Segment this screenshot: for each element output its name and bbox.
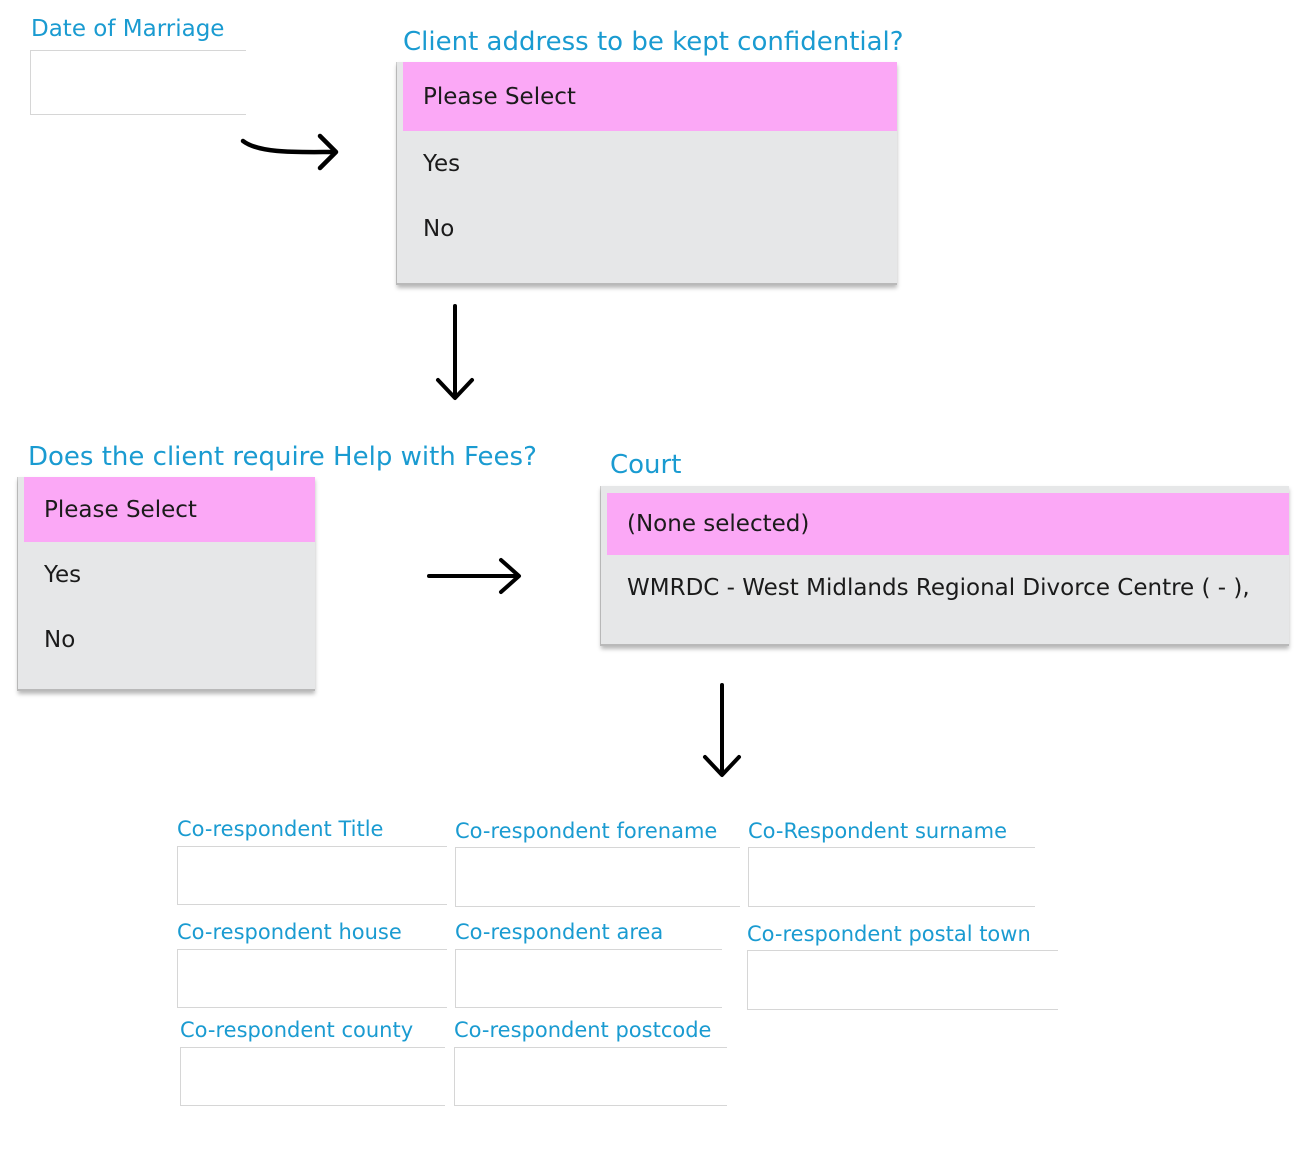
- co-respondent-area-label: Co-respondent area: [455, 920, 664, 944]
- co-respondent-title-label: Co-respondent Title: [177, 817, 384, 841]
- help-with-fees-option-please-select[interactable]: Please Select: [24, 477, 315, 542]
- court-dropdown[interactable]: (None selected) WMRDC - West Midlands Re…: [601, 486, 1289, 646]
- confidential-option-no[interactable]: No: [423, 215, 455, 242]
- court-option-none-selected[interactable]: (None selected): [607, 493, 1289, 555]
- curved-arrow-icon: [240, 133, 339, 171]
- co-respondent-house-field[interactable]: [177, 949, 447, 1008]
- co-respondent-house-label: Co-respondent house: [177, 920, 402, 944]
- date-of-marriage-label: Date of Marriage: [31, 16, 225, 42]
- co-respondent-title-field[interactable]: [177, 846, 447, 905]
- help-with-fees-dropdown[interactable]: Please Select Yes No: [18, 477, 315, 691]
- down-arrow-icon: [703, 683, 741, 777]
- confidential-label: Client address to be kept confidential?: [403, 27, 904, 57]
- co-respondent-postal-town-label: Co-respondent postal town: [747, 922, 1031, 946]
- down-arrow-icon: [436, 304, 474, 400]
- co-respondent-postcode-label: Co-respondent postcode: [454, 1018, 712, 1042]
- co-respondent-forename-label: Co-respondent forename: [455, 819, 718, 843]
- co-respondent-postcode-field[interactable]: [454, 1047, 727, 1106]
- co-respondent-surname-label: Co-Respondent surname: [748, 819, 1008, 843]
- co-respondent-postal-town-field[interactable]: [747, 950, 1058, 1010]
- confidential-option-please-select[interactable]: Please Select: [403, 62, 897, 131]
- right-arrow-icon: [427, 558, 521, 594]
- court-option-wmrdc[interactable]: WMRDC - West Midlands Regional Divorce C…: [627, 575, 1250, 601]
- date-of-marriage-field[interactable]: [30, 50, 246, 115]
- co-respondent-forename-field[interactable]: [455, 847, 740, 907]
- co-respondent-county-label: Co-respondent county: [180, 1018, 414, 1042]
- confidential-dropdown[interactable]: Please Select Yes No: [397, 62, 897, 285]
- confidential-option-yes[interactable]: Yes: [423, 150, 461, 177]
- co-respondent-area-field[interactable]: [455, 949, 722, 1008]
- co-respondent-county-field[interactable]: [180, 1047, 445, 1106]
- co-respondent-surname-field[interactable]: [748, 847, 1035, 907]
- help-with-fees-option-yes[interactable]: Yes: [44, 561, 82, 588]
- help-with-fees-option-no[interactable]: No: [44, 626, 76, 653]
- court-label: Court: [610, 450, 682, 480]
- help-with-fees-label: Does the client require Help with Fees?: [28, 442, 537, 472]
